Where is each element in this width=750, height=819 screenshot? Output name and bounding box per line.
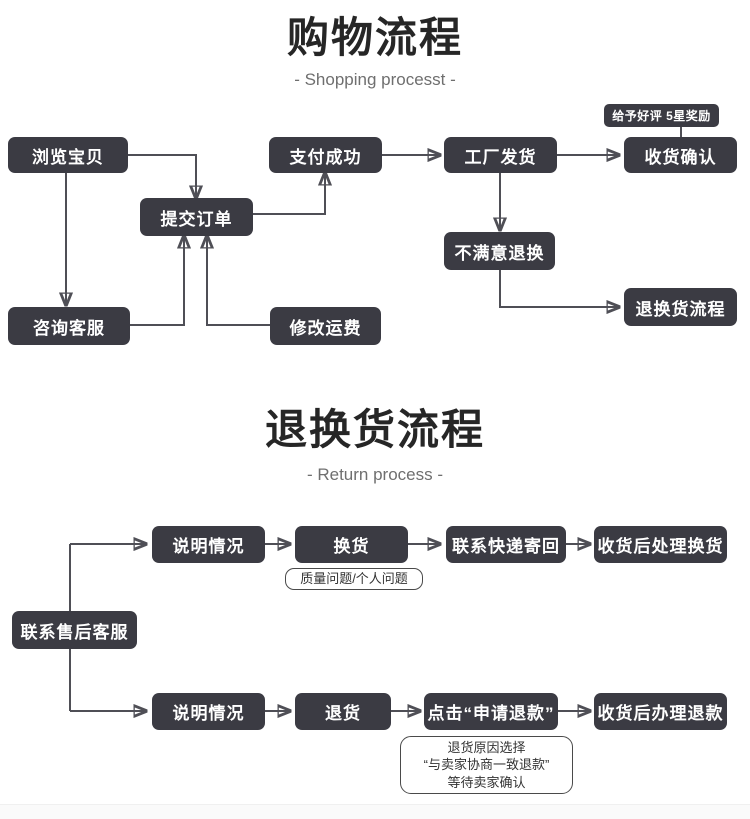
wire-browse-to-submit: [128, 154, 196, 198]
note-quality-or-personal-issue: 质量问题/个人问题: [285, 568, 423, 590]
node-click-apply-refund[interactable]: 点击“申请退款”: [424, 693, 558, 730]
wire-submit-to-pay: [253, 173, 325, 215]
node-contact-after-sales[interactable]: 联系售后客服: [12, 611, 137, 649]
node-payment-success[interactable]: 支付成功: [269, 137, 382, 173]
wire-unsatisfied-to-returnflow: [499, 270, 619, 307]
shopping-section-subtitle: - Shopping processt -: [294, 70, 456, 89]
note-refund-reason-instructions: 退货原因选择 “与卖家协商一致退款” 等待卖家确认: [400, 736, 573, 794]
footer-band: [0, 804, 750, 819]
node-browse-products[interactable]: 浏览宝贝: [8, 137, 128, 173]
return-section-title: 退换货流程: [264, 406, 485, 453]
node-explain-situation-refund[interactable]: 说明情况: [152, 693, 265, 730]
node-modify-shipping-fee[interactable]: 修改运费: [270, 307, 381, 345]
node-unsatisfied-return[interactable]: 不满意退换: [444, 232, 555, 270]
wire-cs-to-submit: [130, 236, 184, 326]
node-contact-courier-return[interactable]: 联系快递寄回: [446, 526, 566, 563]
return-section-subtitle: - Return process -: [306, 465, 444, 484]
node-process-refund-after-receipt[interactable]: 收货后办理退款: [594, 693, 727, 730]
node-factory-shipment[interactable]: 工厂发货: [444, 137, 557, 173]
badge-five-star-reward[interactable]: 给予好评 5星奖励: [604, 104, 719, 127]
shopping-section-title: 购物流程: [286, 14, 463, 61]
node-confirm-receipt[interactable]: 收货确认: [624, 137, 737, 173]
node-exchange-goods[interactable]: 换货: [295, 526, 408, 563]
node-return-goods[interactable]: 退货: [295, 693, 391, 730]
node-return-exchange-process[interactable]: 退换货流程: [624, 288, 737, 326]
node-contact-customer-service[interactable]: 咨询客服: [8, 307, 130, 345]
node-explain-situation-exchange[interactable]: 说明情况: [152, 526, 265, 563]
node-submit-order[interactable]: 提交订单: [140, 198, 253, 236]
node-process-exchange-after-receipt[interactable]: 收货后处理换货: [594, 526, 727, 563]
wire-freight-to-submit: [207, 236, 270, 326]
